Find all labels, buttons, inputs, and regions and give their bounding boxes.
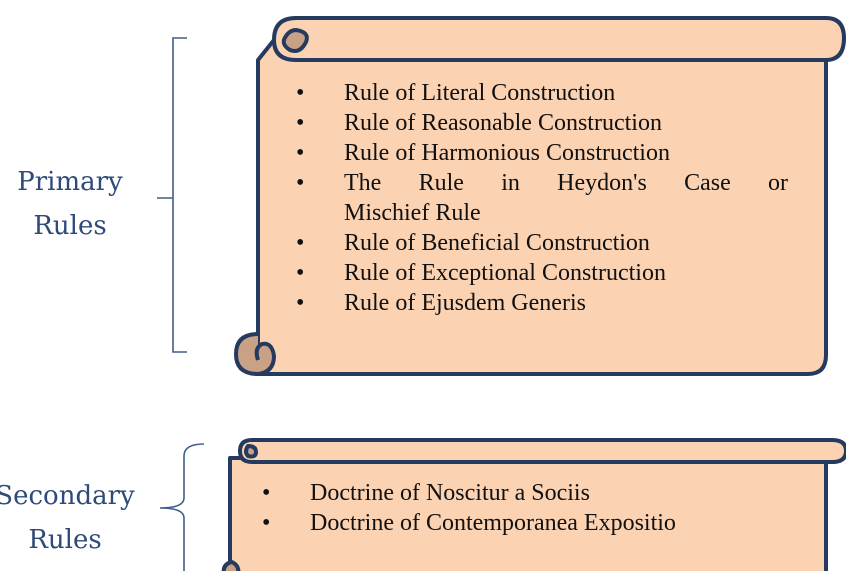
list-item: Rule of Beneficial Construction (296, 228, 788, 258)
primary-scroll-bottom-curl (234, 332, 276, 376)
primary-label-line2: Rules (33, 211, 107, 241)
primary-label: Primary Rules (0, 160, 140, 248)
list-item-line: The Rule in Heydon's Case or (344, 170, 788, 196)
list-item: The Rule in Heydon's Case or Mischief Ru… (296, 168, 788, 228)
primary-scroll-top-roll (272, 16, 846, 62)
list-item: Rule of Reasonable Construction (296, 108, 788, 138)
secondary-doctrine-list: Doctrine of Noscitur a Sociis Doctrine o… (262, 478, 802, 538)
secondary-label-line2: Rules (28, 525, 102, 555)
secondary-label-line1: Secondary (0, 481, 135, 511)
secondary-label: Secondary Rules (0, 474, 140, 562)
list-item: Doctrine of Contemporanea Expositio (262, 508, 802, 538)
secondary-scroll-bottom-curl (221, 560, 241, 571)
list-item: Rule of Harmonious Construction (296, 138, 788, 168)
list-item: Doctrine of Noscitur a Sociis (262, 478, 802, 508)
primary-scroll-top-curl (281, 28, 309, 53)
list-item-line: Mischief Rule (344, 200, 481, 226)
list-item: Rule of Exceptional Construction (296, 258, 788, 288)
secondary-bracket (159, 443, 205, 571)
primary-rule-list: Rule of Literal Construction Rule of Rea… (296, 78, 788, 318)
secondary-scroll-top-curl (244, 444, 258, 459)
primary-label-line1: Primary (17, 167, 123, 197)
primary-bracket (157, 37, 187, 353)
secondary-scroll-top-roll (238, 438, 846, 464)
list-item: Rule of Ejusdem Generis (296, 288, 788, 318)
list-item: Rule of Literal Construction (296, 78, 788, 108)
